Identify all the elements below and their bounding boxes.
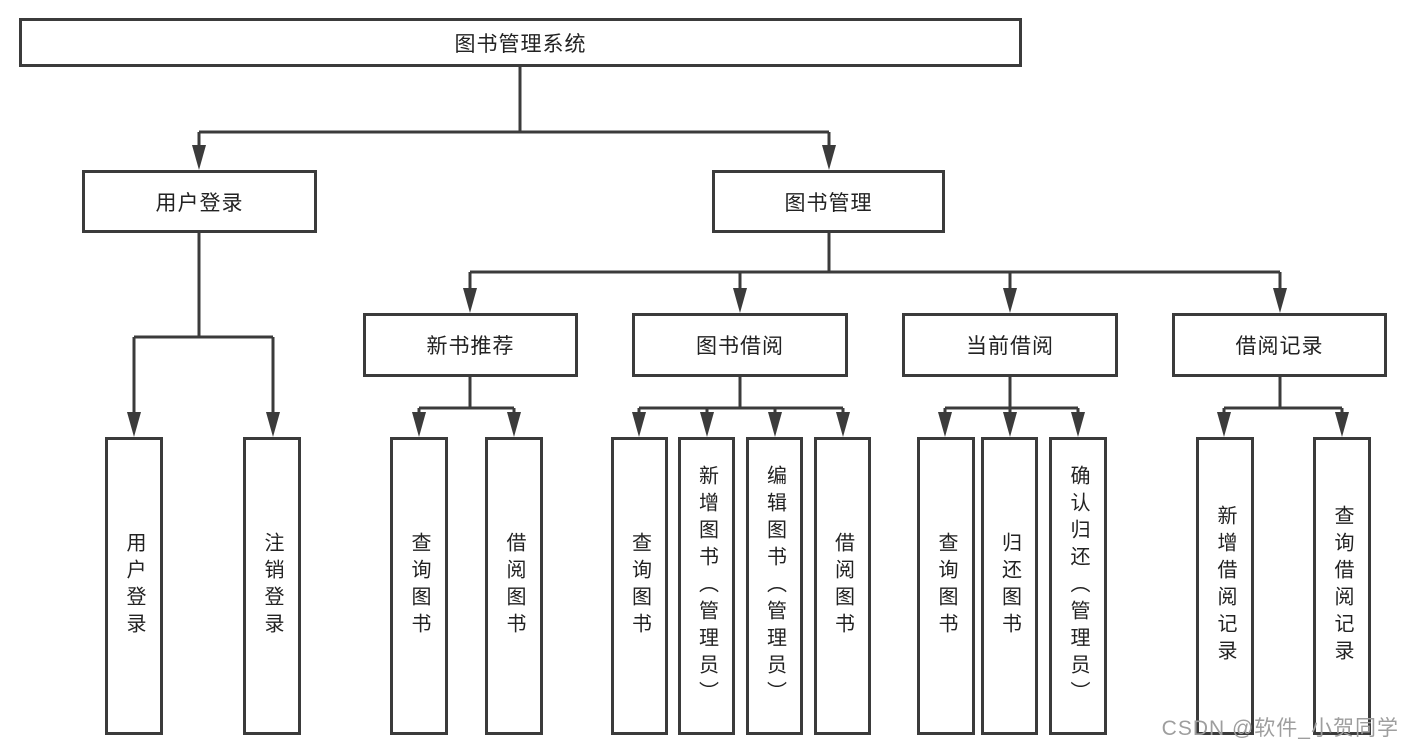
node-user-login-label: 用户登录 — [155, 191, 244, 215]
node-book-borrow: 图书借阅 — [632, 313, 848, 377]
leaf-add-borrow-record-label: 新增借阅记录 — [1214, 505, 1236, 667]
leaf-current-query-books: 查询图书 — [917, 437, 975, 735]
leaf-borrow-books: 借阅图书 — [814, 437, 871, 735]
leaf-return-books-label: 归还图书 — [998, 532, 1021, 640]
node-current-borrow: 当前借阅 — [902, 313, 1118, 377]
leaf-edit-books-admin: 编辑图书（管理员） — [746, 437, 803, 735]
leaf-recommend-query-books: 查询图书 — [390, 437, 448, 735]
node-library-system-label: 图书管理系统 — [454, 32, 587, 56]
leaf-borrow-query-books-label: 查询图书 — [628, 532, 651, 640]
leaf-return-books: 归还图书 — [981, 437, 1038, 735]
connector-recommend-branch — [417, 377, 516, 425]
leaf-add-books-admin: 新增图书（管理员） — [678, 437, 735, 735]
leaf-recommend-borrow-books-label: 借阅图书 — [503, 532, 525, 640]
arrowheads-management-branch — [463, 288, 1287, 313]
leaf-add-borrow-record: 新增借阅记录 — [1196, 437, 1254, 735]
connector-records-branch — [1222, 377, 1344, 425]
node-borrow-records: 借阅记录 — [1172, 313, 1387, 377]
node-library-system: 图书管理系统 — [19, 18, 1022, 67]
leaf-confirm-return-admin: 确认归还（管理员） — [1049, 437, 1107, 735]
connector-borrow-branch — [637, 377, 845, 425]
node-current-borrow-label: 当前借阅 — [966, 335, 1054, 358]
leaf-confirm-return-admin-label: 确认归还（管理员） — [1067, 464, 1089, 708]
leaf-user-login: 用户登录 — [105, 437, 163, 735]
node-book-management-label: 图书管理 — [784, 191, 873, 215]
leaf-logout: 注销登录 — [243, 437, 301, 735]
node-new-book-recommend-label: 新书推荐 — [426, 335, 515, 358]
connector-login-branch — [132, 233, 275, 425]
leaf-query-borrow-record-label: 查询借阅记录 — [1331, 505, 1353, 667]
arrowheads-login-branch — [127, 412, 280, 437]
arrowheads-recommend-branch — [412, 412, 521, 437]
connector-root-branch — [197, 67, 831, 158]
node-borrow-records-label: 借阅记录 — [1235, 335, 1324, 358]
leaf-borrow-query-books: 查询图书 — [611, 437, 668, 735]
arrowheads-root-branch — [192, 145, 836, 170]
leaf-query-borrow-record: 查询借阅记录 — [1313, 437, 1371, 735]
arrowheads-current-branch — [938, 412, 1085, 437]
leaf-logout-label: 注销登录 — [261, 532, 283, 640]
leaf-recommend-borrow-books: 借阅图书 — [485, 437, 543, 735]
arrowheads-borrow-branch — [632, 412, 850, 437]
leaf-borrow-books-label: 借阅图书 — [831, 532, 854, 640]
leaf-current-query-books-label: 查询图书 — [935, 532, 957, 640]
leaf-user-login-label: 用户登录 — [123, 532, 145, 640]
leaf-add-books-admin-label: 新增图书（管理员） — [695, 464, 718, 708]
arrowheads-records-branch — [1217, 412, 1349, 437]
node-book-management: 图书管理 — [712, 170, 945, 233]
leaf-recommend-query-books-label: 查询图书 — [408, 532, 430, 640]
node-book-borrow-label: 图书借阅 — [696, 335, 784, 358]
node-user-login: 用户登录 — [82, 170, 317, 233]
leaf-edit-books-admin-label: 编辑图书（管理员） — [763, 464, 786, 708]
node-new-book-recommend: 新书推荐 — [363, 313, 578, 377]
csdn-watermark: CSDN @软件_小贺同学 — [1161, 717, 1399, 740]
connector-management-branch — [468, 233, 1282, 301]
